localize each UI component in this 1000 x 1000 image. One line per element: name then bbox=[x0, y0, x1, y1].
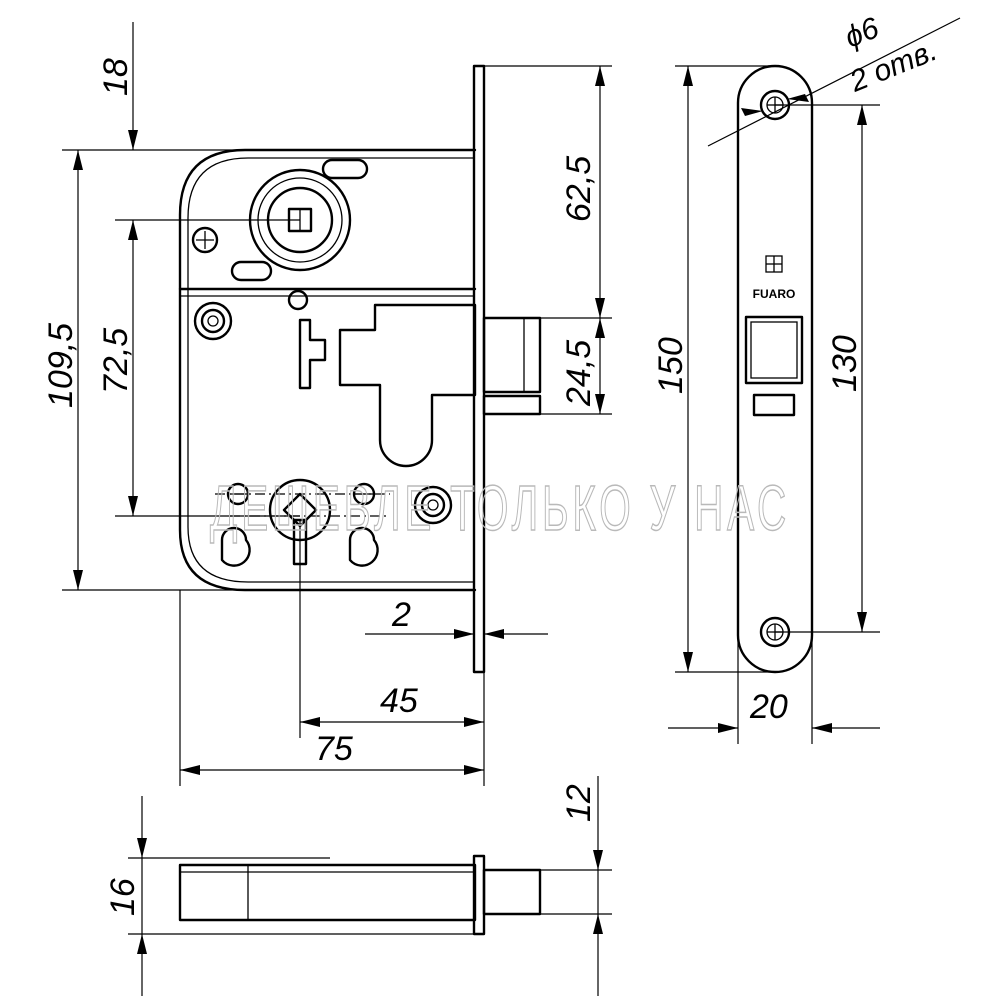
brand-name: FUARO bbox=[753, 287, 796, 301]
dim-label-2: 2 bbox=[391, 596, 411, 634]
dim-label-45: 45 bbox=[380, 682, 418, 720]
face-plate-side-view bbox=[736, 64, 814, 674]
dim-label-109-5: 109,5 bbox=[42, 323, 80, 408]
latch-lever bbox=[298, 303, 477, 468]
dim-label-12: 12 bbox=[560, 784, 598, 822]
brand-logo bbox=[765, 255, 783, 273]
lock-body bbox=[178, 148, 477, 592]
dimension-lines-bottom bbox=[128, 776, 612, 996]
dim-label-75: 75 bbox=[315, 730, 353, 768]
hole-diameter-label: ϕ6 bbox=[840, 11, 884, 54]
dim-label-18: 18 bbox=[97, 58, 135, 96]
lock-bottom-view bbox=[178, 854, 542, 936]
dim-label-24-5: 24,5 bbox=[560, 340, 598, 407]
dimension-arrows-bottom bbox=[137, 838, 603, 954]
body-slots bbox=[230, 158, 369, 282]
dim-label-72-5: 72,5 bbox=[97, 328, 135, 394]
body-screw-holes bbox=[191, 226, 453, 525]
dimension-arrows-side bbox=[683, 66, 867, 733]
dim-label-62-5: 62,5 bbox=[560, 156, 598, 222]
dimension-lines-side bbox=[668, 17, 961, 744]
dim-label-150: 150 bbox=[652, 337, 690, 394]
watermark-text: ДЕШЕВЛЕ ТОЛЬКО У НАС bbox=[210, 472, 790, 544]
dim-label-16: 16 bbox=[104, 878, 142, 916]
latch-bolt bbox=[482, 316, 542, 416]
dimension-lines-front bbox=[62, 22, 612, 786]
dimension-arrows-front bbox=[73, 66, 605, 775]
dim-label-130: 130 bbox=[826, 335, 864, 392]
dim-label-20: 20 bbox=[749, 688, 788, 726]
